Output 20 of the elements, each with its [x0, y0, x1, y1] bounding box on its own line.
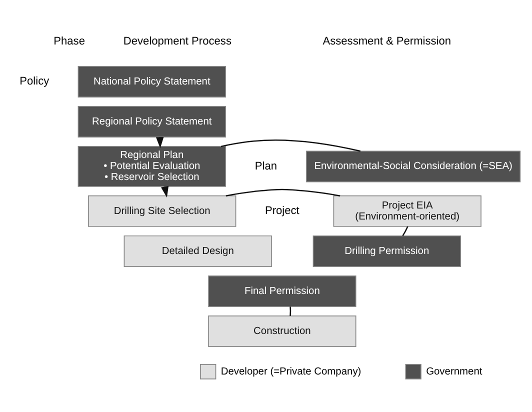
label: Plan	[254, 160, 278, 172]
label: Development Process	[123, 35, 232, 48]
label: Phase	[54, 35, 85, 48]
node-box: Project EIA (Environment-oriented)	[333, 194, 482, 226]
node-box: National Policy Statement	[78, 66, 226, 97]
connector	[226, 188, 340, 196]
node-box: Drilling Site Selection	[88, 194, 236, 226]
connector	[290, 306, 292, 316]
node-box: Detailed Design	[124, 234, 272, 266]
node-box: Construction	[208, 315, 356, 346]
legend-label: Government	[426, 366, 482, 377]
connector	[402, 226, 408, 236]
connector	[220, 139, 361, 152]
label: Project	[264, 204, 300, 217]
node-box: Environmental-Social Consideration (=SEA)	[306, 150, 521, 182]
node-box: Drilling Permission	[312, 234, 461, 266]
label: Policy	[20, 75, 50, 88]
legend-label: Developer (=Private Company)	[220, 366, 362, 377]
label: Assessment & Permission	[322, 35, 452, 48]
node-box: Final Permission	[208, 274, 356, 306]
